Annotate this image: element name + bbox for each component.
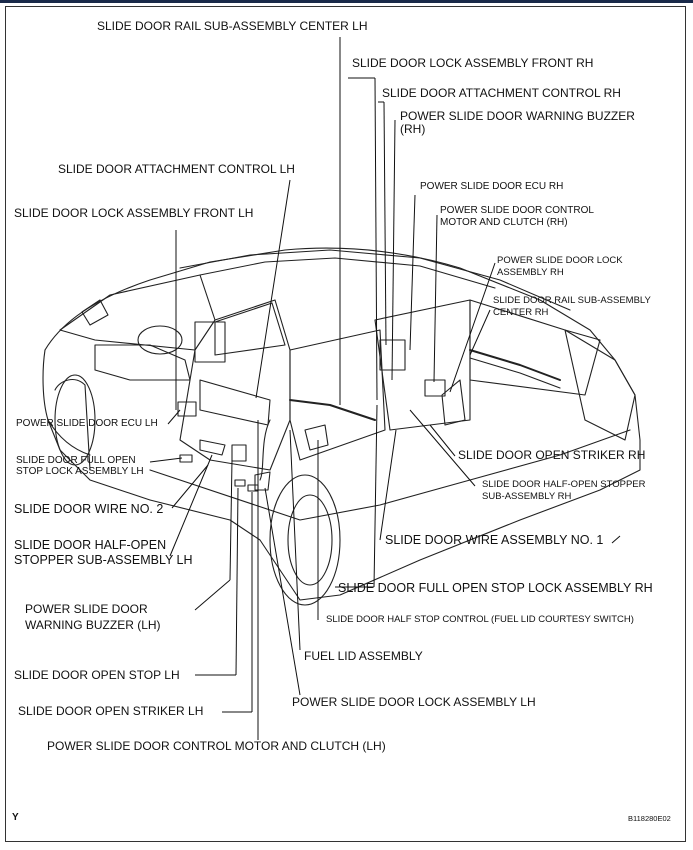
label-full-open-rh: SLIDE DOOR FULL OPEN STOP LOCK ASSEMBLY … [338,581,653,595]
label-half-open-rh-line1: SLIDE DOOR HALF-OPEN STOPPER [482,479,646,490]
figure-code: B118280E02 [628,814,671,823]
label-buzzer-rh-line1: POWER SLIDE DOOR WARNING BUZZER [400,109,635,123]
leader-buzzer-rh [391,119,396,381]
diagram-frame [5,6,686,842]
roof-outline [44,247,641,441]
leader-full-open-lh [149,457,183,463]
corner-mark: Y [12,812,19,823]
label-open-striker-rh: SLIDE DOOR OPEN STRIKER RH [458,448,646,462]
label-motor-lh: POWER SLIDE DOOR CONTROL MOTOR AND CLUTC… [47,739,386,753]
label-rail-center-lh: SLIDE DOOR RAIL SUB-ASSEMBLY CENTER LH [97,19,368,33]
leader-motor-rh [433,214,438,383]
leader-ecu-rh [409,194,416,351]
label-rail-center-rh-line2: CENTER RH [493,307,549,318]
steering-wheel [137,325,183,355]
label-motor-rh-line1: POWER SLIDE DOOR CONTROL [440,205,594,216]
label-buzzer-lh-line1: POWER SLIDE DOOR [25,602,148,616]
front-hood [42,349,151,501]
label-half-open-lh-line2: STOPPER SUB-ASSEMBLY LH [14,553,193,567]
front-wheel [54,374,96,466]
dashboard [94,344,191,381]
dash-console [194,321,226,363]
leader-wire-no2 [171,464,209,509]
leader-fuel-lid [289,429,301,651]
half-open-lh-part [199,439,226,456]
buzzer-lh-box [231,444,247,462]
label-attach-control-rh: SLIDE DOOR ATTACHMENT CONTROL RH [382,86,621,100]
label-full-open-lh-line2: STOP LOCK ASSEMBLY LH [16,466,144,477]
tailgate [564,329,636,441]
label-half-stop-control: SLIDE DOOR HALF STOP CONTROL (FUEL LID C… [326,614,634,625]
label-open-stop-lh: SLIDE DOOR OPEN STOP LH [14,668,180,682]
fuel-lid [304,424,329,451]
motor-lh [199,379,271,426]
rear-window [469,299,601,396]
roof-rail-1 [179,249,571,311]
label-open-striker-lh: SLIDE DOOR OPEN STRIKER LH [18,704,204,718]
front-bumper [47,419,91,456]
leader-ecu-lh [167,409,181,425]
lock-lh [254,471,271,491]
label-attach-control-lh: SLIDE DOOR ATTACHMENT CONTROL LH [58,162,295,176]
label-pw-lock-rh-line2: ASSEMBLY RH [497,267,564,278]
lower-body [149,439,641,601]
label-buzzer-lh-line2: WARNING BUZZER (LH) [25,618,161,632]
leader-buzzer-lh [194,579,231,611]
leader-open-striker-rh [429,424,456,457]
label-wire-no2: SLIDE DOOR WIRE NO. 2 [14,502,164,516]
ecu-lh-box [177,401,197,417]
side-mirror [81,299,109,326]
slide-door-lh [289,329,386,461]
label-lock-front-rh: SLIDE DOOR LOCK ASSEMBLY FRONT RH [352,56,594,70]
rail-lh [289,399,376,421]
front-wheel-arch [54,379,91,471]
leader-half-open-lh [169,454,213,557]
front-window [214,302,286,356]
motor-rh-box [424,379,446,397]
label-full-open-lh-line1: SLIDE DOOR FULL OPEN [16,455,136,466]
label-lock-front-lh: SLIDE DOOR LOCK ASSEMBLY FRONT LH [14,206,254,220]
leader-attach-lh [255,179,291,399]
leader-half-open-rh [409,409,476,487]
leader-tick-wire-no1 [611,535,621,544]
rail-rh-2 [469,357,561,389]
label-pw-lock-rh-line1: POWER SLIDE DOOR LOCK [497,255,623,266]
wire-lh [259,419,271,481]
slide-door-rh [374,299,471,431]
rear-wheel-outer [269,474,341,606]
leader-pw-lock-lh [264,487,301,696]
roof-rail-2 [199,257,496,289]
label-half-open-rh-line2: SUB-ASSEMBLY RH [482,491,572,502]
leader-pw-lock-rh [449,262,496,393]
side-sill [149,429,631,521]
top-border [0,0,693,3]
lock-rh [441,379,466,426]
leader-wire-no1 [379,429,397,541]
leader-rail-center-rh [469,309,491,356]
label-ecu-lh: POWER SLIDE DOOR ECU LH [16,418,158,429]
windshield [59,274,216,351]
label-half-open-lh-line1: SLIDE DOOR HALF-OPEN [14,538,167,552]
stop-lh [234,479,246,487]
rail-rh [469,349,561,381]
label-pw-lock-lh: POWER SLIDE DOOR LOCK ASSEMBLY LH [292,695,536,709]
label-wire-no1: SLIDE DOOR WIRE ASSEMBLY NO. 1 [385,533,604,547]
label-rail-center-rh-line1: SLIDE DOOR RAIL SUB-ASSEMBLY [493,295,651,306]
rear-wheel-inner [287,494,333,586]
label-ecu-rh: POWER SLIDE DOOR ECU RH [420,181,564,192]
label-fuel-lid: FUEL LID ASSEMBLY [304,649,423,663]
label-motor-rh-line2: MOTOR AND CLUTCH (RH) [440,217,568,228]
label-buzzer-rh-line2: (RH) [400,122,426,136]
